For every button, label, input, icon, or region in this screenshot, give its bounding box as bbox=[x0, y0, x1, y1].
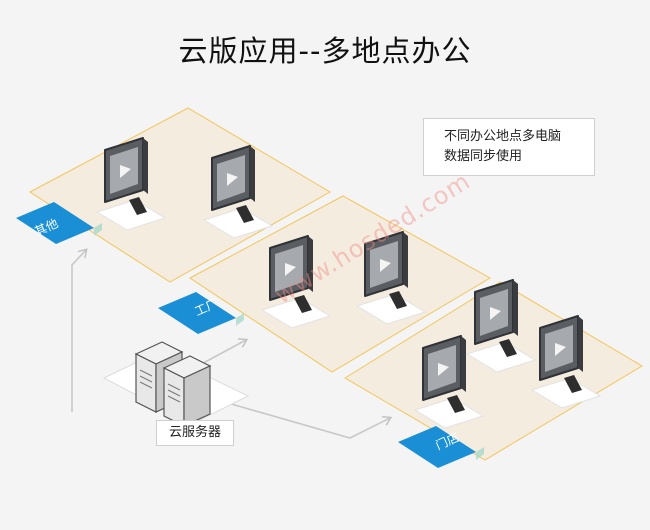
zone-tag-1 bbox=[16, 202, 94, 244]
note-line-1: 不同办公地点多电脑 bbox=[444, 129, 562, 144]
sync-arrow-1 bbox=[71, 250, 86, 412]
zone-area-2 bbox=[189, 195, 492, 373]
note-box: 不同办公地点多电脑 数据同步使用 bbox=[423, 118, 595, 176]
zone-tag-2 bbox=[158, 292, 236, 334]
zone-tag-3 bbox=[398, 426, 476, 468]
diagram-title: 云版应用--多地点办公 bbox=[178, 34, 472, 68]
server-icon bbox=[162, 355, 212, 427]
note-line-2: 数据同步使用 bbox=[444, 149, 523, 164]
cloud-server-label: 云服务器 bbox=[156, 420, 234, 446]
